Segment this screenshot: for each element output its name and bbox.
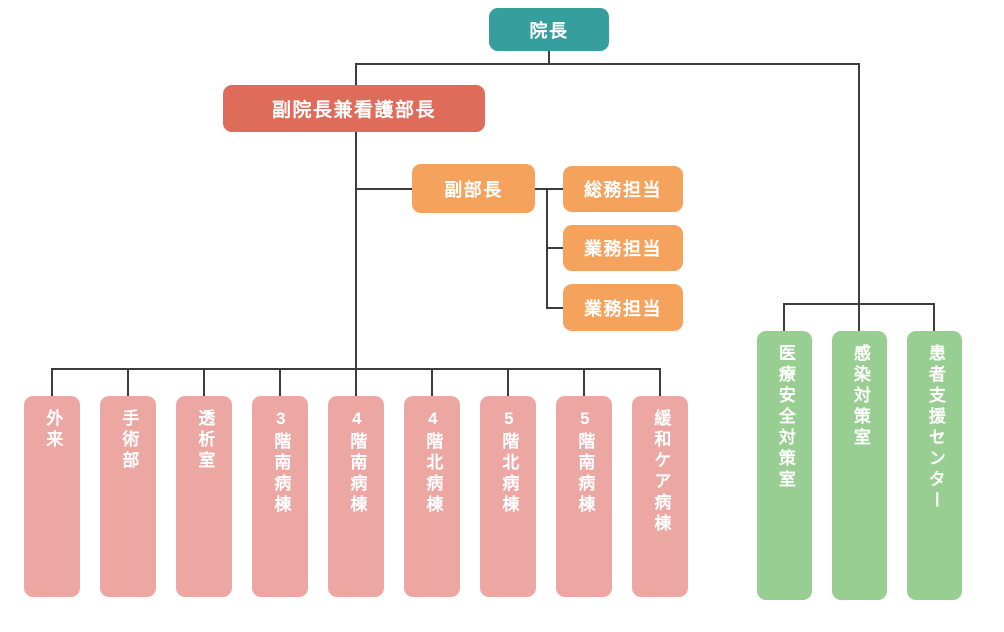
committee-label: 感染対策室 <box>850 344 870 449</box>
ward-label: 5階北病棟 <box>499 409 519 516</box>
connector-committee-stub-3 <box>933 303 935 332</box>
node-medical-safety-office: 医療安全対策室 <box>757 331 812 600</box>
connector-ward-stub-1 <box>51 368 53 397</box>
node-operations-1: 業務担当 <box>563 225 683 271</box>
ward-label: 4階北病棟 <box>423 409 443 516</box>
connector-top-horizontal <box>355 63 860 65</box>
ward-label: 透析室 <box>195 409 215 472</box>
node-ward-4f-south: 4階南病棟 <box>328 396 384 597</box>
node-patient-support-center: 患者支援センター <box>907 331 962 600</box>
connector-ward-stub-6 <box>431 368 433 397</box>
node-general-affairs: 総務担当 <box>563 166 683 212</box>
node-ward-outpatient: 外来 <box>24 396 80 597</box>
node-ward-5f-north: 5階北病棟 <box>480 396 536 597</box>
connector-ward-stub-5 <box>355 368 357 397</box>
connector-ward-stub-7 <box>507 368 509 397</box>
connector-ward-stub-2 <box>127 368 129 397</box>
connector-committee-stub-1 <box>783 303 785 332</box>
committee-label: 医療安全対策室 <box>775 344 795 491</box>
connector-ward-stub-9 <box>659 368 661 397</box>
node-operations-2: 業務担当 <box>563 284 683 331</box>
ward-label: 手術部 <box>119 409 139 472</box>
connector-deputy-right <box>534 188 548 190</box>
node-ward-palliative-care: 緩和ケア病棟 <box>632 396 688 597</box>
ward-label: 3階南病棟 <box>271 409 291 516</box>
connector-ward-stub-3 <box>203 368 205 397</box>
node-ward-4f-north: 4階北病棟 <box>404 396 460 597</box>
connector-left-branch <box>355 63 357 87</box>
connector-ward-stub-4 <box>279 368 281 397</box>
connector-staff-stub-3 <box>546 307 564 309</box>
connector-deputy-left <box>356 188 414 190</box>
ward-label: 4階南病棟 <box>347 409 367 516</box>
connector-staff-stub-2 <box>546 247 564 249</box>
node-ward-3f-south: 3階南病棟 <box>252 396 308 597</box>
connector-director-drop <box>548 51 550 64</box>
ward-label: 外来 <box>43 409 63 451</box>
node-deputy-manager: 副部長 <box>412 164 535 213</box>
ward-label: 緩和ケア病棟 <box>651 409 671 535</box>
node-ward-surgery: 手術部 <box>100 396 156 597</box>
ward-label: 5階南病棟 <box>575 409 595 516</box>
node-ward-5f-south: 5階南病棟 <box>556 396 612 597</box>
committee-label: 患者支援センター <box>925 344 945 512</box>
connector-ward-stub-8 <box>583 368 585 397</box>
node-infection-control-office: 感染対策室 <box>832 331 887 600</box>
connector-right-branch <box>858 63 860 304</box>
connector-staff-stub-1 <box>546 188 564 190</box>
node-director: 院長 <box>489 8 609 51</box>
connector-committee-stub-2 <box>858 303 860 332</box>
node-vice-director-nursing-head: 副院長兼看護部長 <box>223 85 485 132</box>
node-ward-dialysis: 透析室 <box>176 396 232 597</box>
connector-main-trunk <box>355 131 357 369</box>
